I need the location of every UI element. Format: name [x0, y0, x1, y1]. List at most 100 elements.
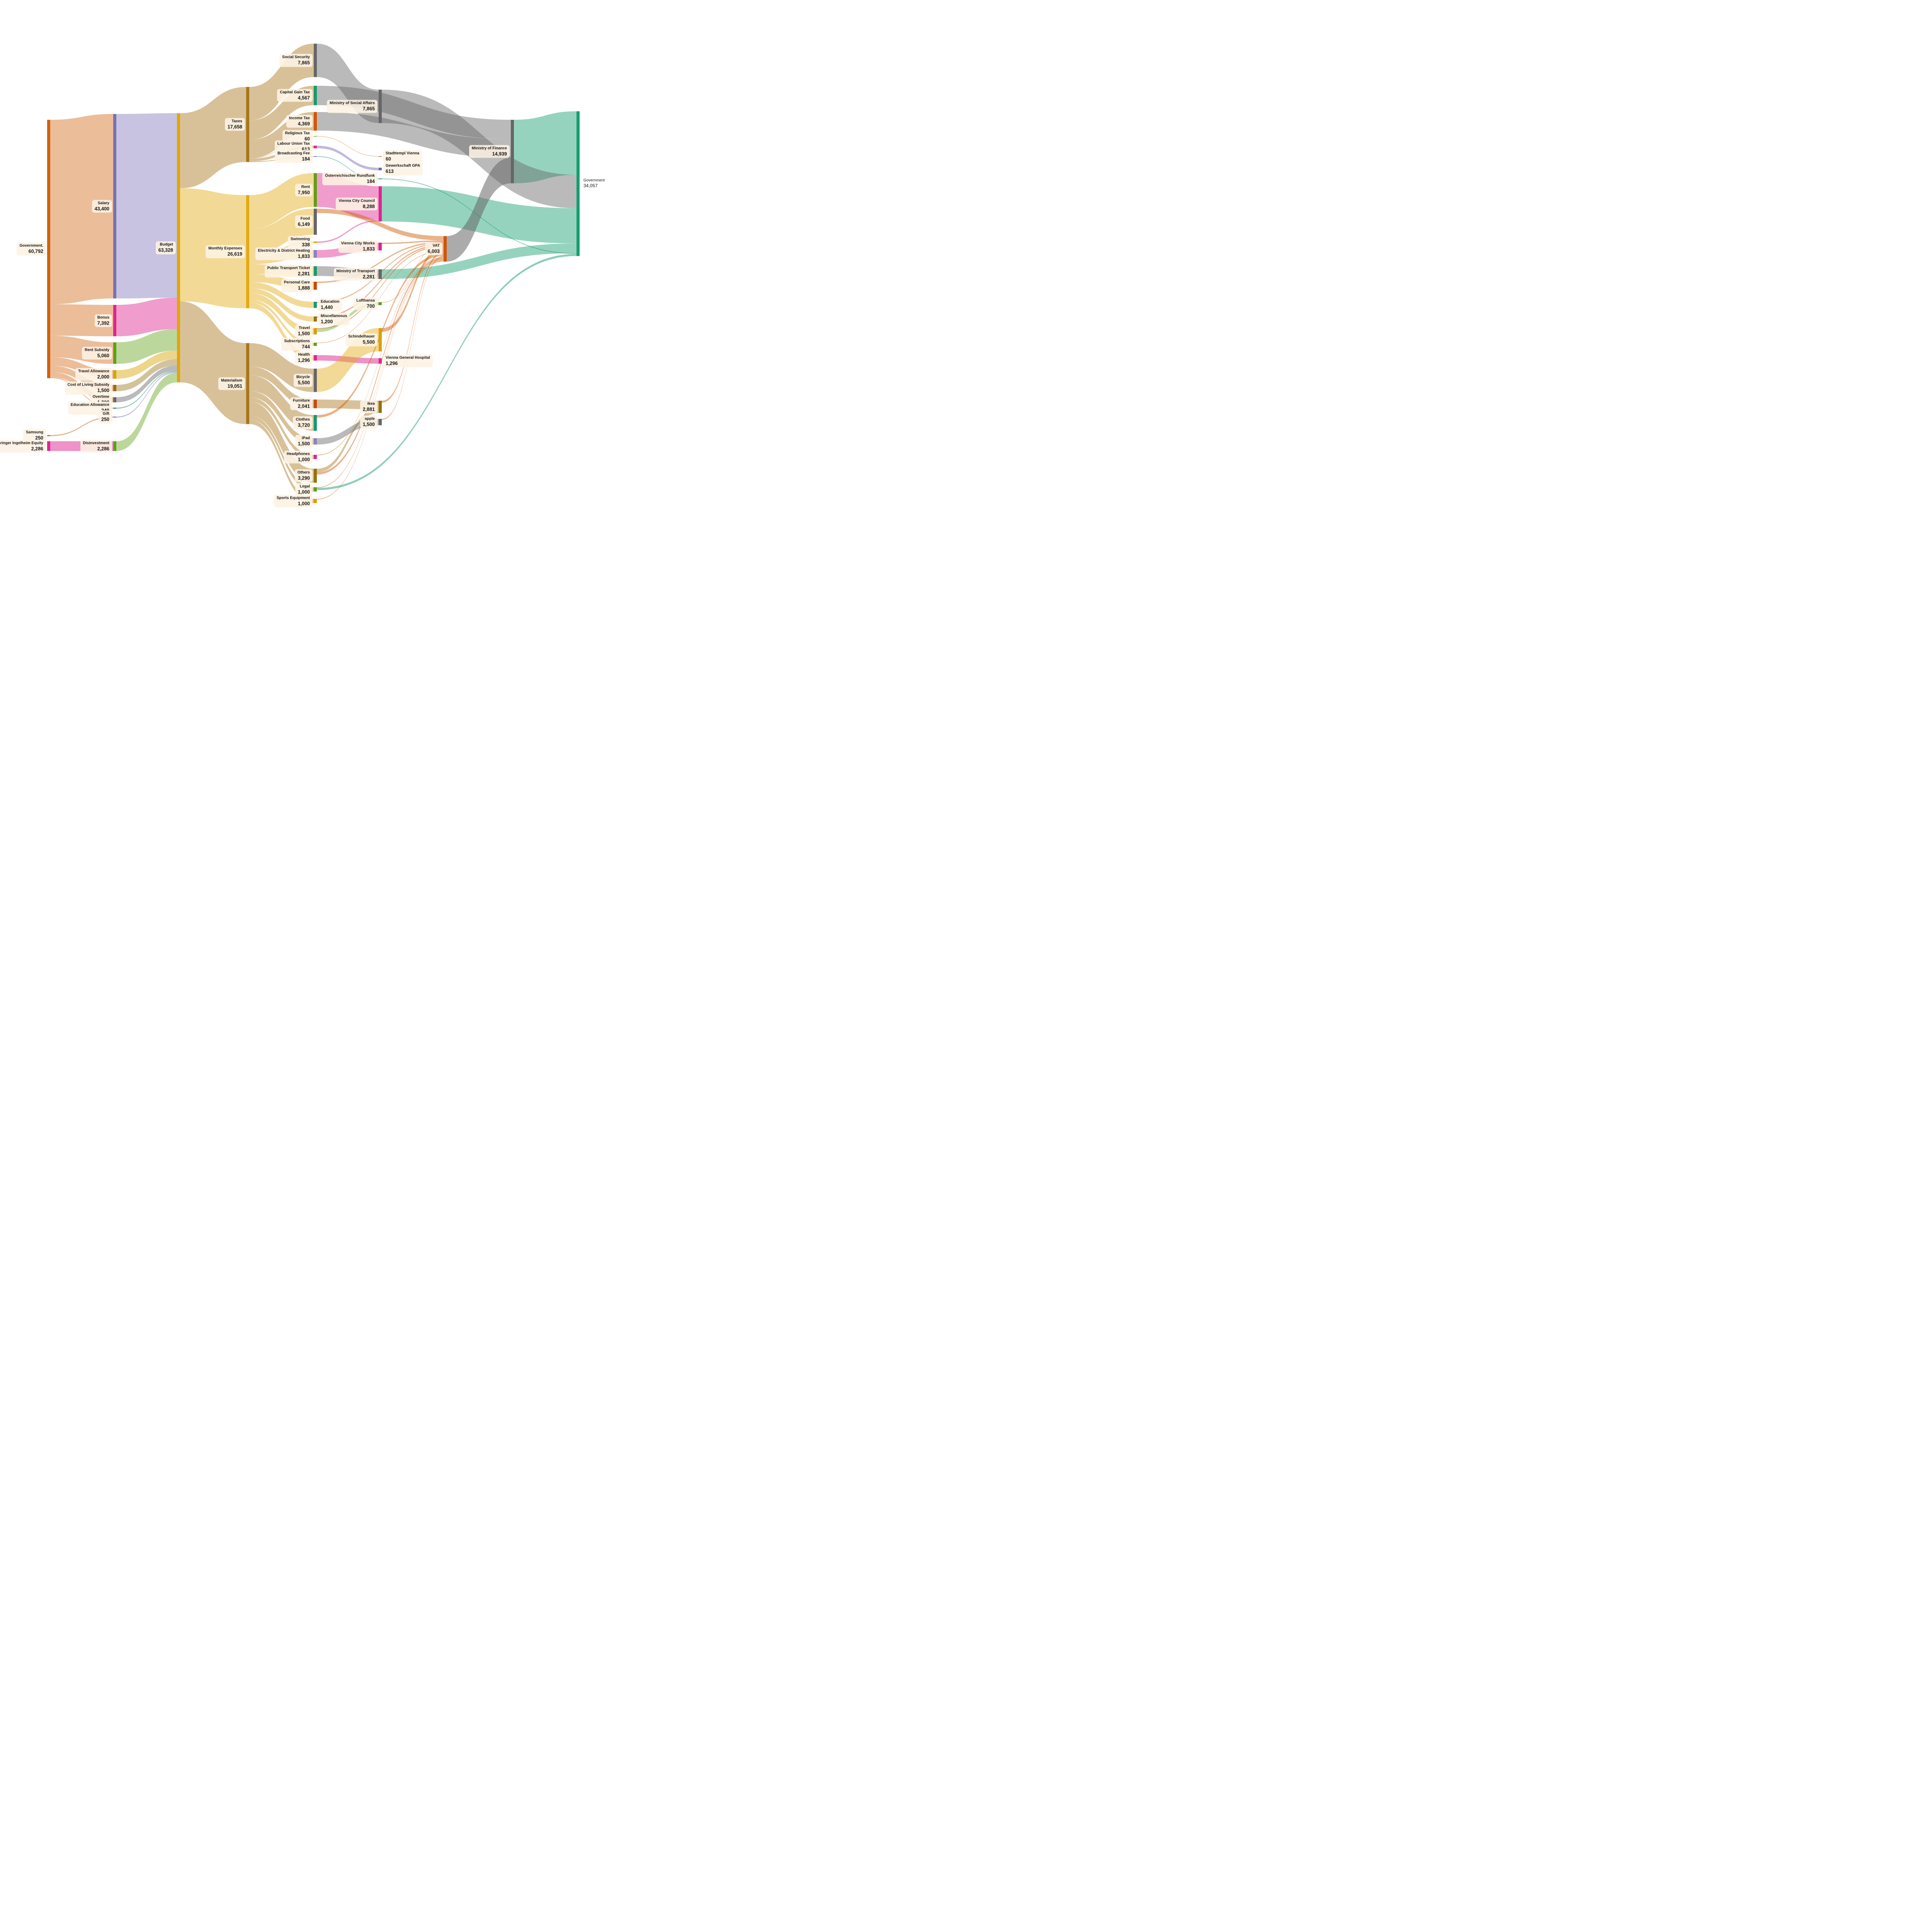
node-education_allowance[interactable] [113, 408, 116, 409]
link-others-to-vat [317, 258, 444, 475]
node-samsung[interactable] [47, 435, 50, 436]
node-vcc[interactable] [379, 186, 382, 222]
node-mof[interactable] [511, 120, 514, 184]
node-legal[interactable] [314, 487, 317, 492]
node-sports_equipment[interactable] [314, 499, 317, 503]
node-social_security[interactable] [314, 44, 317, 77]
link-samsung-to-gift [50, 417, 113, 436]
link-materialism-to-headphones [249, 397, 314, 459]
link-apple-to-vat [382, 256, 444, 420]
link-income_tax-to-mof [317, 112, 511, 158]
node-bicycle[interactable] [314, 369, 317, 392]
link-travel_allowance-to-budget [116, 350, 177, 379]
node-government_src[interactable] [47, 120, 50, 378]
node-income_tax[interactable] [314, 112, 317, 131]
link-legal-to-vat [317, 260, 444, 488]
link-travel-to-vat [317, 246, 444, 329]
link-budget-to-monthly_expenses [180, 188, 246, 308]
link-mot-to-government_dst [382, 243, 577, 279]
node-government_dst[interactable] [577, 111, 580, 256]
link-food-to-vat [317, 209, 444, 241]
node-lufthansa[interactable] [379, 302, 382, 305]
node-miscellaneous[interactable] [314, 316, 317, 322]
link-broadcasting_fee-to-orf [317, 156, 379, 180]
link-budget-to-taxes [180, 87, 246, 189]
link-mof-to-government_dst [514, 111, 577, 184]
node-travel[interactable] [314, 328, 317, 335]
link-gift-to-budget [116, 371, 177, 418]
link-lufthansa-to-vat [382, 244, 444, 303]
node-food[interactable] [314, 209, 317, 235]
link-monthly_expenses-to-miscellaneous [249, 288, 314, 322]
link-subscriptions-to-vat [317, 251, 444, 344]
sankey-diagram: Government.60,792Samsung250Boehringer In… [0, 0, 638, 580]
node-travel_allowance[interactable] [113, 370, 116, 379]
node-rent_subsidy[interactable] [113, 342, 116, 364]
node-public_transport[interactable] [314, 266, 317, 276]
link-materialism-to-ipad [249, 391, 314, 445]
node-apple[interactable] [379, 419, 382, 425]
link-capital_gain_tax-to-mof [317, 86, 511, 139]
node-vgh[interactable] [379, 358, 382, 364]
link-electricity-to-vcw [317, 243, 379, 258]
sankey-canvas [47, 44, 580, 503]
node-bonus[interactable] [113, 305, 116, 337]
node-salary[interactable] [113, 114, 116, 299]
node-monthly_expenses[interactable] [246, 195, 249, 308]
node-headphones[interactable] [314, 455, 317, 459]
link-others-to-ikea [317, 409, 379, 473]
link-social_security-to-mosa [317, 44, 379, 123]
link-cost_of_living-to-budget [116, 359, 177, 391]
link-monthly_expenses-to-travel [249, 293, 314, 335]
node-mot[interactable] [379, 269, 382, 279]
node-mosa[interactable] [379, 90, 382, 123]
node-boehringer[interactable] [47, 441, 50, 451]
node-capital_gain_tax[interactable] [314, 86, 317, 105]
link-boehringer-to-disinvestment [50, 441, 113, 451]
node-schindelhauer[interactable] [379, 328, 382, 352]
link-materialism-to-legal [249, 415, 314, 492]
link-education_allowance-to-budget [116, 371, 177, 409]
node-vcw[interactable] [379, 243, 382, 251]
node-electricity[interactable] [314, 250, 317, 258]
node-subscriptions[interactable] [314, 343, 317, 346]
node-disinvestment[interactable] [113, 441, 116, 451]
link-salary-to-budget [116, 113, 177, 299]
node-personal_care[interactable] [314, 282, 317, 290]
node-gpa[interactable] [379, 168, 382, 170]
node-rent[interactable] [314, 173, 317, 207]
link-religious_tax-to-stadttempl [317, 136, 379, 157]
link-legal-to-government_dst [317, 254, 577, 490]
link-labour_union_tax-to-gpa [317, 146, 379, 170]
link-vcw-to-vat [382, 240, 444, 244]
node-furniture[interactable] [314, 400, 317, 408]
link-headphones-to-vat [317, 257, 444, 456]
link-public_transport-to-mot [317, 266, 379, 279]
node-cost_of_living[interactable] [113, 385, 116, 391]
link-monthly_expenses-to-public_transport [249, 264, 314, 276]
link-schindelhauer-to-vat [382, 247, 444, 332]
node-labour_union_tax[interactable] [314, 146, 317, 148]
link-disinvestment-to-budget [116, 372, 177, 451]
link-ikea-to-vat [382, 251, 444, 403]
node-materialism[interactable] [246, 343, 249, 424]
node-budget[interactable] [177, 113, 180, 383]
node-broadcasting_fee[interactable] [314, 156, 317, 157]
node-others[interactable] [314, 469, 317, 483]
link-vat-to-mof [447, 158, 511, 262]
link-swimming-to-vcc [317, 220, 379, 243]
link-monthly_expenses-to-subscriptions [249, 299, 314, 346]
node-education[interactable] [314, 302, 317, 308]
node-gift[interactable] [113, 417, 116, 418]
node-clothes[interactable] [314, 415, 317, 431]
link-miscellaneous-to-vat [317, 245, 444, 318]
node-ipad[interactable] [314, 438, 317, 445]
link-budget-to-materialism [180, 301, 246, 424]
node-ikea[interactable] [379, 401, 382, 413]
node-swimming[interactable] [314, 242, 317, 243]
node-overtime[interactable] [113, 397, 116, 403]
node-health[interactable] [314, 355, 317, 361]
node-vat[interactable] [444, 236, 447, 262]
link-monthly_expenses-to-education [249, 282, 314, 308]
node-taxes[interactable] [246, 87, 249, 162]
